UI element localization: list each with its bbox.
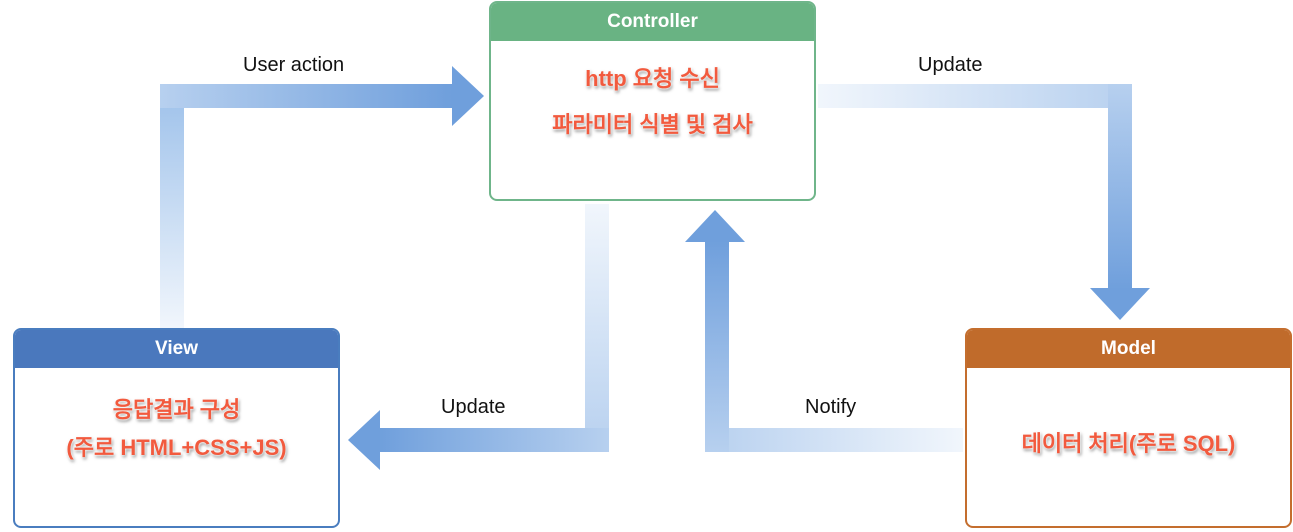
arrow-update-to-model xyxy=(818,84,1150,320)
controller-line-2: 파라미터 식별 및 검사 xyxy=(552,112,753,137)
label-update-model: Update xyxy=(918,54,983,76)
model-box: Model 데이터 처리(주로 SQL) xyxy=(965,328,1292,528)
model-body: 데이터 처리(주로 SQL) xyxy=(967,368,1290,526)
view-line-1: 응답결과 구성 xyxy=(112,397,241,422)
arrow-update-to-view xyxy=(348,204,609,470)
controller-title: Controller xyxy=(491,3,814,41)
controller-body: http 요청 수신 파라미터 식별 및 검사 xyxy=(491,41,814,199)
arrow-notify xyxy=(685,210,963,452)
view-title: View xyxy=(15,330,338,368)
model-line-1: 데이터 처리(주로 SQL) xyxy=(1021,431,1236,456)
view-line-2: (주로 HTML+CSS+JS) xyxy=(66,435,287,460)
model-title: Model xyxy=(967,330,1290,368)
view-body: 응답결과 구성 (주로 HTML+CSS+JS) xyxy=(15,368,338,526)
label-user-action: User action xyxy=(243,54,345,76)
arrow-user-action xyxy=(160,66,484,328)
controller-box: Controller http 요청 수신 파라미터 식별 및 검사 xyxy=(489,1,816,201)
label-notify: Notify xyxy=(805,396,857,418)
controller-line-1: http 요청 수신 xyxy=(585,66,720,91)
label-update-view: Update xyxy=(441,396,506,418)
view-box: View 응답결과 구성 (주로 HTML+CSS+JS) xyxy=(13,328,340,528)
